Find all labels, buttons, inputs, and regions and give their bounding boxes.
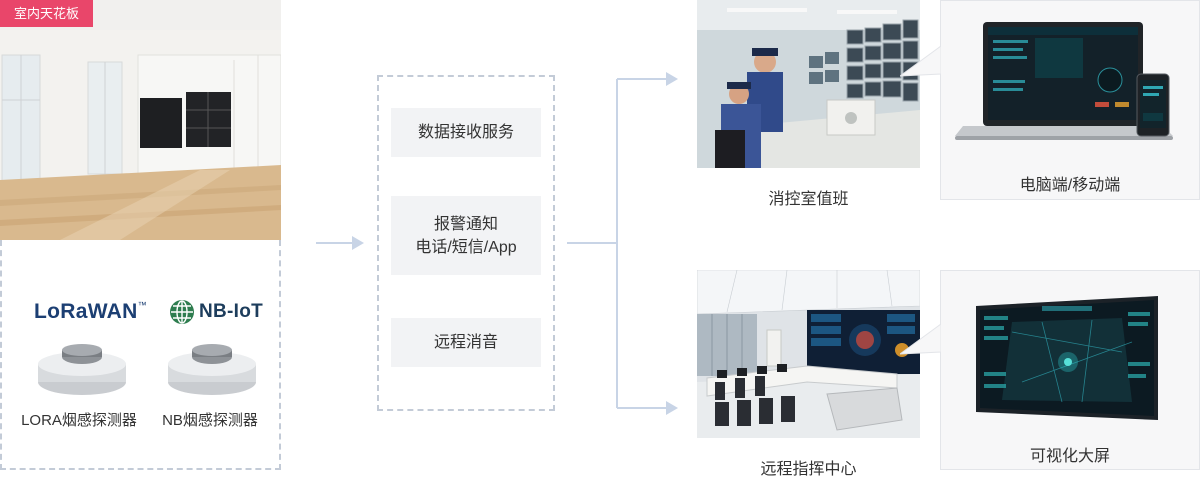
services-box [377,75,555,411]
ceiling-tag: 室内天花板 [0,0,94,27]
alarm-notification-service: 报警通知 电话/短信/App [391,196,541,275]
laptop-phone-image [955,22,1173,140]
devices-caption: 电脑端/移动端 [1019,177,1121,194]
command-center-photo [697,270,920,438]
lora-smoke-detector-image [38,344,126,395]
remote-mute-service: 远程消音 [391,318,541,367]
big-screen-caption: 可视化大屏 [1029,448,1110,465]
lorawan-logo: LoRaWAN™ [34,300,147,323]
nbiot-logo: NB-IoT [168,298,263,326]
nb-detector-label: NB烟感探测器 [162,412,258,429]
control-room-photo [697,0,920,168]
lora-detector-label: LORA烟感探测器 [21,412,137,429]
control-room-caption: 消控室值班 [768,191,849,208]
globe-icon [170,300,194,324]
big-screen-image [976,296,1158,420]
callout-pointer-2 [900,322,944,355]
callout-pointer [900,44,944,77]
data-receive-service: 数据接收服务 [391,108,541,157]
nb-smoke-detector-image [168,344,256,395]
ceiling-room-photo [0,0,281,240]
command-center-caption: 远程指挥中心 [760,461,857,478]
